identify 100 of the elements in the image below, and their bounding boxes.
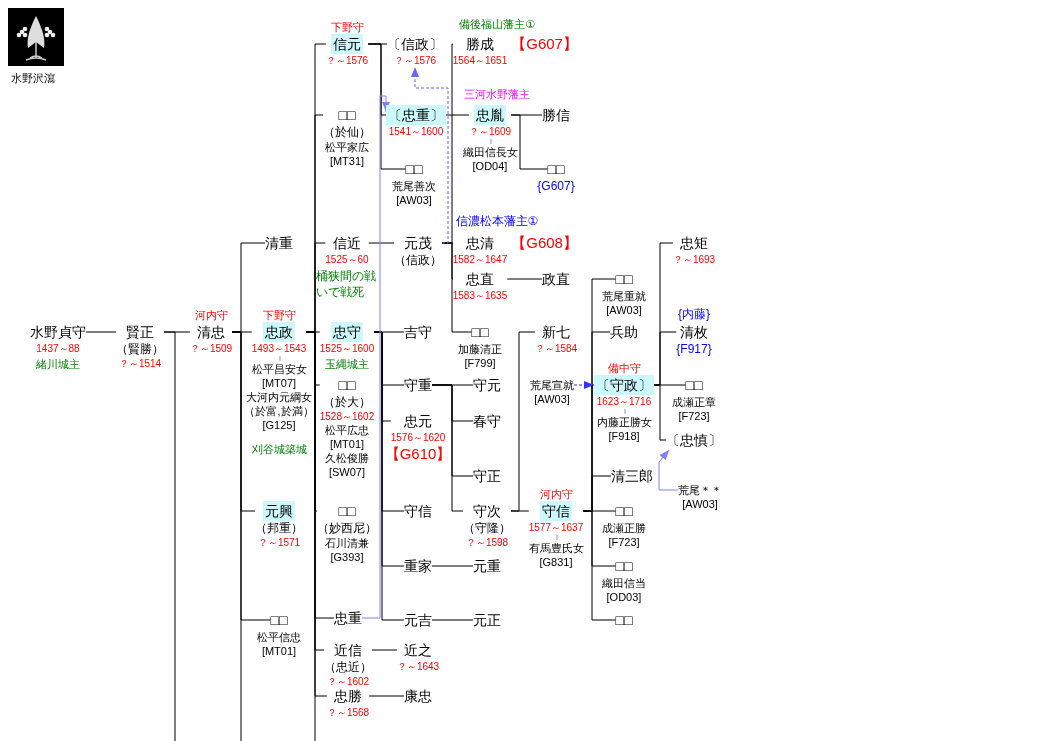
person-name: □□ <box>615 270 633 289</box>
person-name: □□ <box>615 557 633 576</box>
person-name: 清三郎 <box>611 467 653 486</box>
person-name: □□ <box>685 376 703 395</box>
reference-code: [F723] <box>678 409 710 423</box>
person-name: 守次 <box>473 502 501 521</box>
life-dates: ？～1509 <box>189 342 233 355</box>
person-name: 清重 <box>265 234 293 253</box>
reference-code: [OD03] <box>606 590 642 604</box>
person-name: □□ <box>270 611 288 630</box>
court-title: 備中守 <box>607 361 641 375</box>
person-name: 康忠 <box>404 687 432 706</box>
connector-line <box>445 114 470 116</box>
person-name: 信元 <box>331 34 363 54</box>
relative-name: （於富,於満） <box>244 404 314 418</box>
note: 刈谷城築城 <box>251 442 307 456</box>
life-dates: ？～1643 <box>396 660 440 673</box>
relative-name: 荒尾宣就 <box>530 378 574 392</box>
person-name: 忠勝 <box>334 687 362 706</box>
life-dates: 1582～1647 <box>452 253 508 266</box>
relative-name: 荒尾重就 <box>602 289 646 303</box>
reference-code: [G125] <box>262 418 296 432</box>
connector-line <box>506 278 543 280</box>
alternate-name: （賢勝） <box>116 342 164 357</box>
arrow <box>573 381 595 389</box>
person-name: 守信 <box>540 501 572 521</box>
connector-line <box>431 384 464 512</box>
reference-code: [MT01] <box>261 644 297 658</box>
reference-code: [OD04] <box>472 159 508 173</box>
person-name: 忠直 <box>466 270 494 289</box>
connector-line <box>367 43 407 170</box>
relative-name: 石川清兼 <box>325 536 369 550</box>
person-name: 元興 <box>263 501 295 521</box>
court-title: 下野守 <box>262 308 296 322</box>
alternate-name: （於大） <box>323 395 371 410</box>
person-name: 新七 <box>542 323 570 342</box>
spouse-name: 織田信長女 <box>462 138 518 159</box>
relative-name: 松平家広 <box>325 140 369 154</box>
life-dates: 1623～1716 <box>596 395 652 408</box>
person-name: □□ <box>615 502 633 521</box>
alternate-name: （邦重） <box>255 521 303 536</box>
connector-line <box>368 242 395 244</box>
relative-name: 織田信当 <box>602 576 646 590</box>
relative-name: 大河内元綱女 <box>246 390 312 404</box>
reference-code: [MT01] <box>329 437 365 451</box>
person-name: 元重 <box>473 557 501 576</box>
crest-caption: 水野沢瀉 <box>11 71 55 85</box>
reference-code: [AW03] <box>396 193 432 207</box>
arrow <box>411 66 449 244</box>
person-name: 勝成 <box>466 35 494 54</box>
person-name: 忠胤 <box>474 105 506 125</box>
alternate-name: （守隆） <box>463 521 511 536</box>
life-dates: ？～1576 <box>393 54 437 67</box>
relative-name: 松平広忠 <box>325 423 369 437</box>
reference-code: [MT07] <box>261 376 297 390</box>
relative-name: 加藤清正 <box>458 342 502 356</box>
reference-code: [G831] <box>539 555 573 569</box>
life-dates: 1541～1600 <box>388 125 444 138</box>
relative-name: 荒尾善次 <box>392 179 436 193</box>
life-dates: ？～1514 <box>118 357 162 370</box>
person-name: □□ <box>405 160 423 179</box>
reference-code: [AW03] <box>606 303 642 317</box>
life-dates: 1525～60 <box>325 253 369 266</box>
reference-code: 【G608】 <box>511 233 578 253</box>
reference-code: [G393] <box>330 550 364 564</box>
connector-line <box>305 331 316 741</box>
reference-code: [F799] <box>464 356 496 370</box>
reference-code: [F918] <box>608 429 640 443</box>
person-name: 〔忠重〕 <box>386 105 446 125</box>
reference-code: [SW07] <box>328 465 366 479</box>
person-name: □□ <box>615 611 633 630</box>
note: 緒川城主 <box>36 357 80 371</box>
person-name: 春守 <box>473 412 501 431</box>
person-name: 賢正 <box>126 323 154 342</box>
person-name: 忠政 <box>263 322 295 342</box>
connector-line <box>441 242 473 333</box>
person-name: □□ <box>338 502 356 521</box>
person-name: 政直 <box>542 270 570 289</box>
life-dates: ？～1598 <box>465 536 509 549</box>
court-title: 河内守 <box>194 308 228 322</box>
domain-title: 信濃松本藩主① <box>455 213 539 229</box>
life-dates: ？～1568 <box>326 706 370 719</box>
life-dates: ？～1693 <box>672 253 716 266</box>
reference-code: 【G607】 <box>511 34 578 54</box>
person-name: 守正 <box>473 467 501 486</box>
person-name: 忠元 <box>404 412 432 431</box>
life-dates: 1525～1600 <box>319 342 375 355</box>
person-name: 〔忠慎〕 <box>666 431 722 450</box>
family-note: {内藤} <box>678 307 710 322</box>
connector-line <box>231 331 242 741</box>
life-dates: 1437～88 <box>36 342 80 355</box>
person-name: 水野貞守 <box>30 323 86 342</box>
person-name: 忠矩 <box>680 234 708 253</box>
court-title: 下野守 <box>330 20 364 34</box>
arrow <box>361 95 390 619</box>
reference-code: [F723] <box>608 535 640 549</box>
relative-name: 松平信忠 <box>257 630 301 644</box>
person-name: 清枚 <box>680 323 708 342</box>
life-dates: 1577～1637 <box>528 521 584 534</box>
person-name: 重家 <box>404 557 432 576</box>
